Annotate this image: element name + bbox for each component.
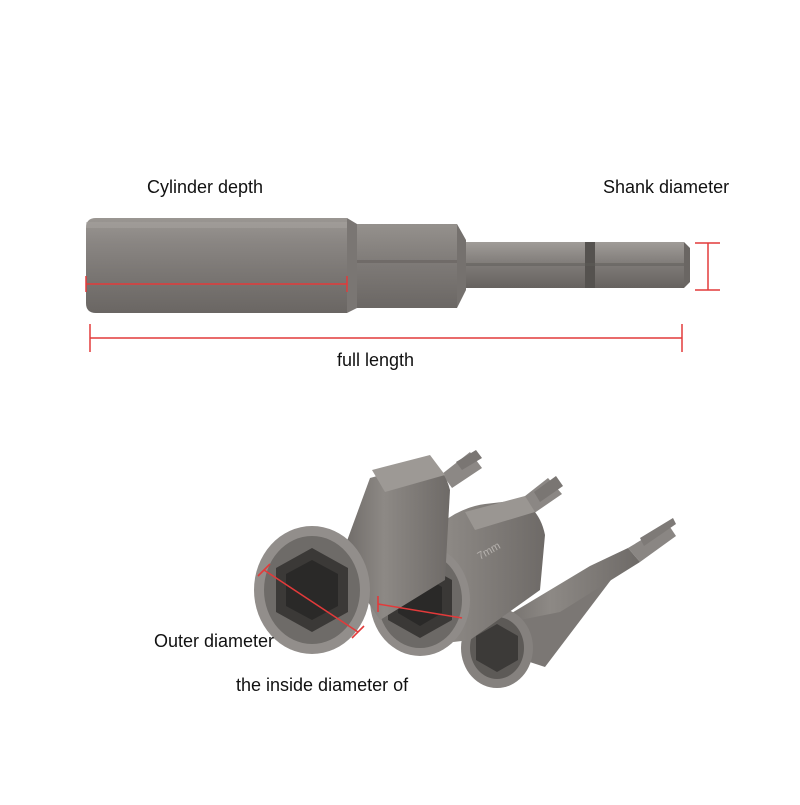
cylinder-taper [347,218,357,313]
inside-diameter-line [377,603,463,619]
hex-section [357,224,457,308]
outer-diameter-label: Outer diameter [154,631,275,651]
shank-diameter-label: Shank diameter [603,177,730,197]
cylinder-body [86,218,347,313]
dimension-lines [85,242,720,352]
nut-setter-side-view [86,218,690,313]
large-socket [254,450,482,654]
small-socket [461,518,676,688]
socket-dimension-lines [257,563,463,639]
cylinder-depth-label: Cylinder depth [147,177,264,197]
outer-diameter-line [263,569,359,633]
sockets-group: 7mm [254,450,676,688]
full-length-label: full length [337,350,415,370]
inside-diameter-label: the inside diameter of [236,675,409,695]
